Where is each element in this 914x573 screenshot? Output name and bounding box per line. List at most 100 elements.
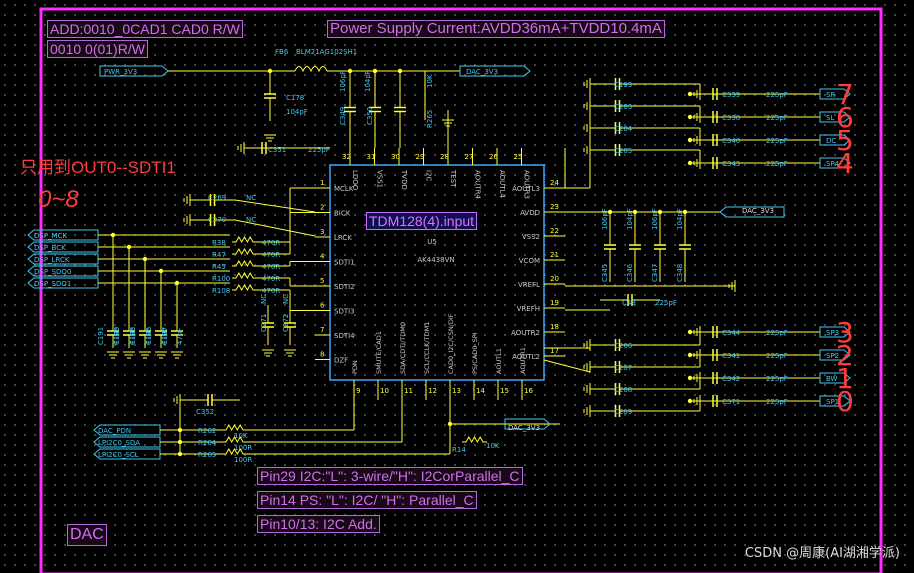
junction-dot [687, 91, 693, 97]
net-dac-3v3-bottom: DAC_3V3 [508, 424, 540, 432]
resistor [232, 283, 257, 292]
pin-number: 10 [380, 387, 389, 395]
c349-ref: C349 [339, 107, 347, 125]
r14-val: 10K [486, 442, 500, 450]
pin-number: 13 [452, 387, 461, 395]
pin-number: 4 [320, 253, 325, 261]
out-net-sp3: SP3 [826, 329, 839, 337]
handwritten-channel-number: 3 [836, 316, 854, 349]
pin-number: 12 [428, 387, 437, 395]
junction-dot [447, 421, 453, 427]
pin-name: SMUTE/CAD1 [375, 331, 383, 374]
out-net-sp2: SP2 [826, 352, 839, 360]
pin-name: AOUTR4 [474, 170, 482, 199]
pin-name: AOUTR1 [519, 347, 527, 374]
pin-number: 22 [550, 227, 559, 235]
nc-ref: C271 [260, 314, 268, 332]
c350-ref: C350 [366, 107, 374, 125]
out-net-dc: DC [826, 137, 836, 145]
pin-name: PDN [351, 360, 359, 374]
fb-part: BLM21AG102SH1 [296, 48, 357, 56]
handwritten-channel-number: 7 [836, 78, 854, 111]
cap-ref: C191 [97, 327, 105, 345]
out-c2-ref: C209 [614, 408, 632, 416]
pin-name: SDTI4 [334, 332, 355, 340]
out-c2-ref: C205 [614, 147, 632, 155]
pin-name: SCL/CCLK/TDM1 [423, 322, 431, 374]
cap-val: 47pF [128, 328, 136, 345]
pin-name: VSS2 [522, 233, 540, 241]
mid-cap-ref: C346 [626, 263, 634, 282]
cap-val: 47pF [160, 328, 168, 345]
pin-number: 18 [550, 323, 559, 331]
pin-number: 9 [356, 387, 360, 395]
r265-val: 10K [426, 74, 434, 88]
chip-part-number: AK4438VN [417, 256, 454, 264]
junction-dot [687, 114, 693, 120]
net-port [819, 157, 851, 169]
res-val: 470R [262, 287, 280, 295]
net-scl: LPI2C0_SCL [98, 451, 139, 459]
pin-name: VSS1 [376, 170, 384, 188]
out-c2-ref: C203 [614, 103, 632, 111]
pin-name: SDTI1 [334, 259, 355, 267]
pin-name: BICK [334, 210, 351, 218]
mid-cap-val: 106pF [651, 208, 659, 230]
nc-val: NC [282, 294, 290, 304]
mid-cap-ref: C345 [601, 264, 609, 282]
pin-number: 26 [489, 153, 498, 161]
pin-name: AOUTR2 [511, 329, 540, 337]
out-cap-ref: C338 [722, 114, 740, 122]
ctrl-res-ref: R262 [198, 427, 216, 435]
pin-number: 29 [416, 153, 425, 161]
fb-ref: FB6 [275, 48, 289, 56]
pin-name: SDA/CDTI/TDM0 [399, 322, 407, 374]
r265-ref: R265 [426, 110, 434, 128]
pin-number: 27 [465, 153, 474, 161]
pin-number: 32 [342, 153, 351, 161]
c178-val: 104pF [286, 108, 308, 116]
junction-dot [687, 329, 693, 335]
net-pdn: DAC_PDN [98, 427, 131, 435]
res-val: 470R [262, 275, 280, 283]
pin-number: 5 [320, 277, 324, 285]
out-net-sr: SR [826, 91, 835, 99]
mid-cap-ref: C347 [651, 264, 659, 282]
ctrl-res-ref: R264 [198, 439, 217, 447]
out-c2-ref: C193 [614, 81, 632, 89]
wire [543, 359, 591, 373]
resistor [232, 235, 257, 244]
net-port [459, 65, 531, 77]
dsp-net-dsp_sdo1: DSP_SDO1 [34, 280, 71, 288]
res-ref: R100 [212, 275, 230, 283]
net-port [719, 206, 785, 218]
cap-val: 47pF [176, 328, 184, 345]
address-note-1: ADD:0010_0CAD1 CAD0 R/W [47, 20, 243, 38]
pin-name: SDTI2 [334, 283, 355, 291]
pin-number: 11 [404, 387, 413, 395]
mid-cap-ref: C348 [676, 264, 684, 282]
pin-name: PS/CAD0_SPI [471, 332, 479, 374]
net-dac-3v3: DAC_3V3 [466, 68, 498, 76]
resistor [232, 247, 257, 256]
handwritten-channel-number: 4 [836, 147, 854, 180]
resistor [232, 271, 257, 280]
out-cap-ref: C342 [722, 375, 740, 383]
out-c2-ref: C208 [614, 386, 632, 394]
net-port [819, 395, 851, 407]
net-port [819, 111, 851, 123]
pin10-note: Pin10/13: I2C Add. [257, 515, 380, 533]
junction-dot [687, 160, 693, 166]
pin-number: 19 [550, 299, 559, 307]
res-ref: R108 [212, 287, 230, 295]
pin-name: AOUTL3 [512, 185, 540, 193]
cap-ref: C188 [129, 327, 137, 345]
pin-name: LDOO [351, 170, 359, 191]
pin-number: 2 [320, 204, 324, 212]
net-sda: LPI2C0_SDA [98, 439, 140, 447]
handwritten-note-range: 0~8 [38, 186, 79, 213]
pin-number: 31 [367, 153, 376, 161]
pin-name: VREFL [518, 281, 540, 289]
